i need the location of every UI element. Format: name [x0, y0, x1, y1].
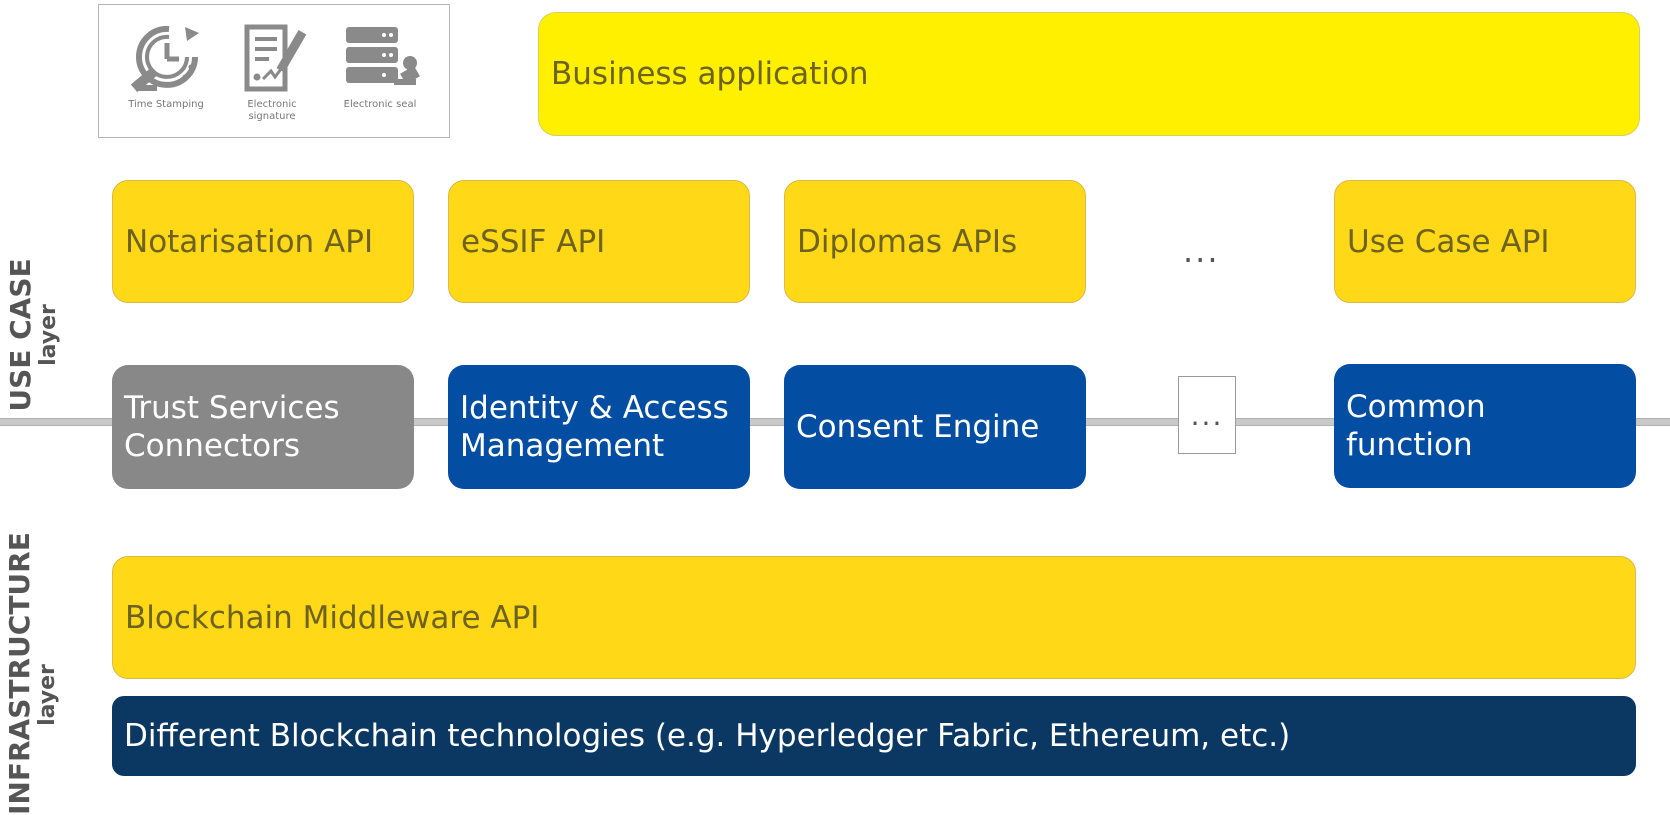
- identity-access-management-label: Identity & Access Management: [460, 390, 729, 464]
- trust-services-icon-panel: Time Stamping Electronic signature Elect…: [98, 4, 450, 138]
- time-stamping-item: Time Stamping: [121, 23, 211, 111]
- electronic-signature-icon: [244, 24, 307, 92]
- essif-api-label: eSSIF API: [461, 223, 606, 260]
- notarisation-api-label: Notarisation API: [125, 223, 374, 260]
- trust-services-connectors-label: Trust Services Connectors: [124, 390, 340, 464]
- common-function-label: Common function: [1346, 389, 1486, 463]
- use-case-api-box: Use Case API: [1334, 180, 1636, 303]
- use-case-label-sub: layer: [36, 304, 61, 366]
- infrastructure-label-sub: layer: [35, 664, 60, 726]
- trust-services-connectors-box: Trust Services Connectors: [112, 365, 414, 489]
- services-ellipsis: ...: [1190, 398, 1224, 432]
- diplomas-apis-label: Diplomas APIs: [797, 223, 1018, 260]
- services-ellipsis-box: ...: [1178, 376, 1236, 454]
- essif-api-box: eSSIF API: [448, 180, 750, 303]
- diplomas-apis-box: Diplomas APIs: [784, 180, 1086, 303]
- blockchain-technologies-box: Different Blockchain technologies (e.g. …: [112, 696, 1636, 776]
- consent-engine-box: Consent Engine: [784, 365, 1086, 489]
- identity-access-management-box: Identity & Access Management: [448, 365, 750, 489]
- time-stamping-icon: [130, 25, 199, 93]
- blockchain-middleware-api-label: Blockchain Middleware API: [125, 599, 540, 636]
- blockchain-technologies-label: Different Blockchain technologies (e.g. …: [124, 718, 1291, 754]
- api-ellipsis: ...: [1183, 232, 1220, 270]
- use-case-layer-label: USE CASE layer: [4, 245, 66, 425]
- consent-engine-label: Consent Engine: [796, 409, 1040, 445]
- electronic-signature-caption: Electronic signature: [247, 99, 297, 122]
- notarisation-api-box: Notarisation API: [112, 180, 414, 303]
- electronic-seal-caption: Electronic seal: [343, 99, 417, 110]
- blockchain-middleware-api-box: Blockchain Middleware API: [112, 556, 1636, 679]
- time-stamping-caption: Time Stamping: [128, 99, 204, 110]
- infrastructure-label-main: INFRASTRUCTURE: [3, 532, 36, 815]
- common-function-box: Common function: [1334, 364, 1636, 488]
- electronic-signature-item: Electronic signature: [227, 23, 317, 123]
- use-case-api-label: Use Case API: [1347, 223, 1550, 260]
- use-case-label-main: USE CASE: [4, 258, 37, 412]
- business-application-label: Business application: [551, 56, 869, 92]
- electronic-seal-item: Electronic seal: [335, 23, 425, 111]
- business-application-box: Business application: [538, 12, 1640, 136]
- infrastructure-layer-label: INFRASTRUCTURE layer: [3, 532, 65, 815]
- electronic-seal-icon: [346, 27, 420, 85]
